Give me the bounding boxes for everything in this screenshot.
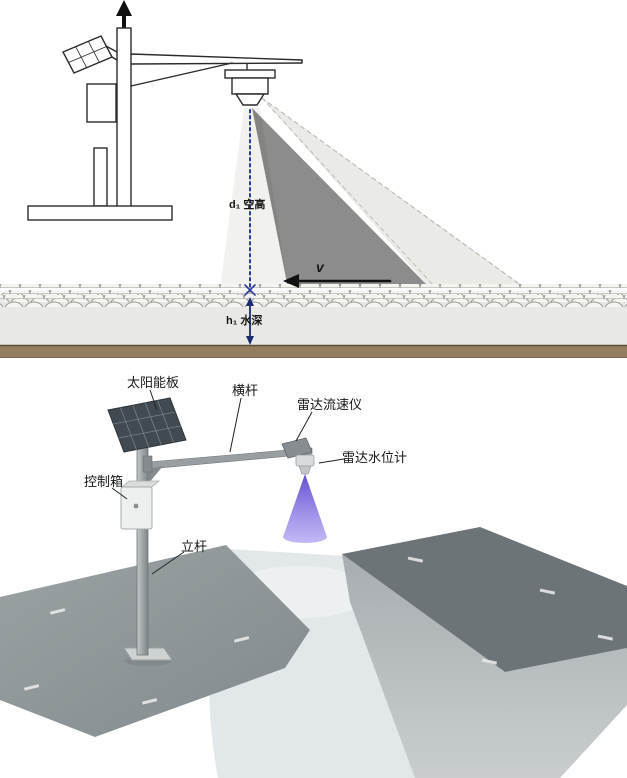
station-structure (27, 0, 303, 221)
left-bank-surface (0, 545, 310, 737)
control-box-logo (133, 503, 139, 509)
right-bank-joint-marks (407, 556, 614, 665)
lower-cabinet (93, 147, 108, 207)
leader-radar-velocity (295, 411, 313, 442)
radar-level-horn (298, 465, 312, 475)
solar-panel-bracket (105, 45, 118, 53)
radar-velocity-label: 雷达流速仪 (297, 397, 362, 412)
solar-panel-gridline (68, 46, 107, 63)
leader-horizontal-bar (229, 397, 242, 453)
solar-panel-face-3d (107, 397, 187, 453)
leader-lines (111, 389, 345, 575)
schematic-radar-sensor (224, 69, 276, 106)
solar-panel-grid (113, 400, 181, 450)
water-depth-measure: h₁ 水深 (226, 297, 262, 345)
leader-radar-level (318, 458, 345, 464)
radar-level-label: 雷达水位计 (342, 450, 407, 465)
base-platform (27, 205, 173, 221)
radar-beam-cones (220, 97, 526, 288)
pole-label: 立杆 (181, 539, 207, 554)
antenna-shaft (122, 13, 126, 30)
bar-mount-bracket (142, 455, 153, 473)
right-bank-surface (342, 527, 627, 672)
jib-top-chord (130, 53, 303, 61)
air-height-measure: d₁ 空高 (229, 109, 265, 296)
mid-beam-cone (252, 108, 430, 288)
ground-strip (0, 345, 627, 358)
control-box-label: 控制箱 (84, 474, 123, 489)
left-bank (0, 545, 310, 737)
jib-diagonal (130, 62, 233, 87)
air-height-label: d₁ 空高 (229, 197, 265, 211)
velocity-label: v (316, 259, 325, 275)
velocity-annotation: v (283, 259, 392, 288)
schematic-solar-panel (62, 35, 118, 74)
beam-edge-dashed-line-2 (261, 97, 435, 287)
depth-arrow-up-icon (246, 297, 254, 306)
depth-arrow-down-icon (246, 336, 254, 345)
water-surface (0, 284, 627, 307)
leader-solar-panel (149, 389, 158, 411)
radar-body (231, 77, 269, 95)
leader-control-box (111, 487, 128, 500)
beam-edge-dashed-line (261, 97, 523, 287)
radar-velocity-meter (281, 437, 313, 459)
mast (116, 27, 132, 213)
solar-panel-bracket (111, 56, 118, 61)
solar-panel-gridline (87, 40, 100, 63)
radar-velocity-body (281, 437, 313, 459)
antenna-arrow-icon (116, 0, 132, 16)
horizontal-bar (142, 447, 313, 484)
equipment-box (86, 83, 117, 123)
solar-panel-label: 太阳能板 (127, 375, 179, 390)
left-bank-joint-marks (23, 608, 250, 705)
vertical-beam-cone (220, 108, 288, 288)
radar-mount-plate (224, 69, 276, 79)
jib-truss (130, 53, 303, 87)
control-box-top (120, 480, 161, 488)
leader-pole (151, 551, 185, 575)
solar-panel-3d (107, 397, 187, 453)
right-bank (342, 527, 627, 672)
water-depth-label: h₁ 水深 (226, 313, 262, 327)
schematic-section: d₁ 空高 v h₁ 水深 (0, 0, 627, 358)
radar-level-body (295, 454, 315, 467)
right-bank-slope (342, 554, 627, 778)
installation-illustration: 太阳能板 横杆 雷达流速仪 雷达水位计 控制箱 立杆 (0, 375, 627, 778)
horizontal-bar-label: 横杆 (232, 383, 258, 398)
radar-level-gauge (283, 454, 327, 543)
radar-horn (234, 93, 266, 106)
velocity-arrow-head-icon (283, 274, 299, 288)
radar-beam-cone-purple (283, 474, 327, 543)
water-surface-row3 (0, 295, 627, 307)
river-bed (0, 344, 627, 358)
jib-bottom-chord (130, 62, 303, 65)
control-box (120, 480, 161, 530)
solar-panel-gridline (75, 46, 88, 69)
water-surface-x-mark (244, 284, 256, 296)
